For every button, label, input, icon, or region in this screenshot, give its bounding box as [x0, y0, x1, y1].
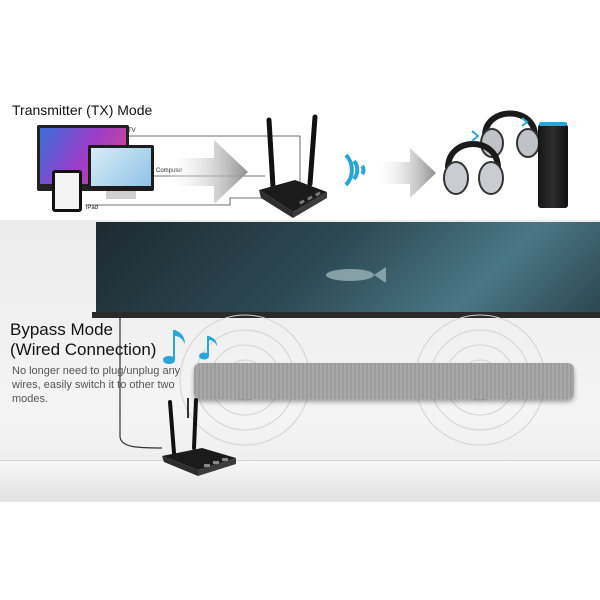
smart-speaker-icon: [538, 122, 568, 208]
monitor-icon: [88, 145, 154, 191]
tv-label: TV: [128, 128, 136, 134]
headphones-icon: [443, 110, 540, 195]
music-note-icon: [163, 330, 217, 364]
bypass-title-line2: (Wired Connection): [10, 340, 157, 359]
ipad-label: iPad: [86, 205, 99, 211]
arrow-icon: [170, 140, 248, 204]
bypass-mode-description: No longer need to plug/unplug any wires,…: [12, 365, 181, 405]
television-screen: [96, 222, 600, 314]
monitor-stand: [106, 191, 136, 199]
audio-cable: [119, 318, 189, 449]
television-bezel: [92, 312, 600, 318]
arrow-icon: [378, 148, 436, 198]
soundbar-icon: [194, 363, 574, 399]
computer-label: Computer: [156, 168, 183, 174]
tv-cabinet: [0, 460, 600, 501]
transmitter-mode-title: Transmitter (TX) Mode: [12, 102, 153, 118]
bluetooth-transmitter-icon: [259, 114, 327, 218]
tablet-icon: [52, 170, 82, 212]
fish-image: [326, 267, 386, 283]
wifi-signal-icon: [344, 153, 366, 187]
bluetooth-transmitter-icon: [162, 398, 236, 476]
bypass-title-line1: Bypass Mode: [10, 320, 113, 339]
bypass-mode-title: Bypass Mode (Wired Connection): [10, 320, 156, 360]
